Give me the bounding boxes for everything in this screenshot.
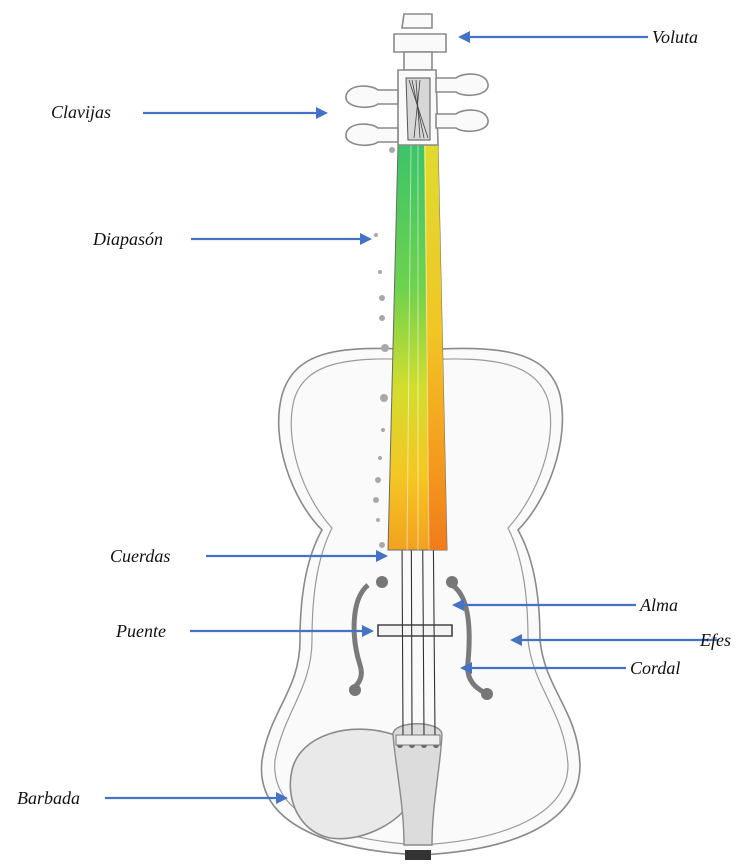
arrow-voluta	[458, 31, 648, 43]
scroll	[394, 14, 446, 70]
pegbox	[398, 70, 438, 145]
label-clavijas: Clavijas	[51, 102, 111, 122]
label-cordal: Cordal	[630, 658, 680, 678]
label-barbada: Barbada	[17, 788, 80, 808]
label-puente: Puente	[115, 621, 166, 641]
label-diapason: Diapasón	[92, 229, 163, 249]
arrow-diapason	[191, 233, 372, 245]
arrow-clavijas	[143, 107, 328, 119]
bridge	[378, 625, 452, 636]
label-voluta: Voluta	[652, 27, 698, 47]
end-button	[405, 850, 431, 860]
arrow-barbada	[105, 792, 288, 804]
label-cuerdas: Cuerdas	[110, 546, 170, 566]
fingerboard	[388, 145, 447, 550]
label-alma: Alma	[639, 595, 678, 615]
label-efes: Efes	[699, 630, 731, 650]
